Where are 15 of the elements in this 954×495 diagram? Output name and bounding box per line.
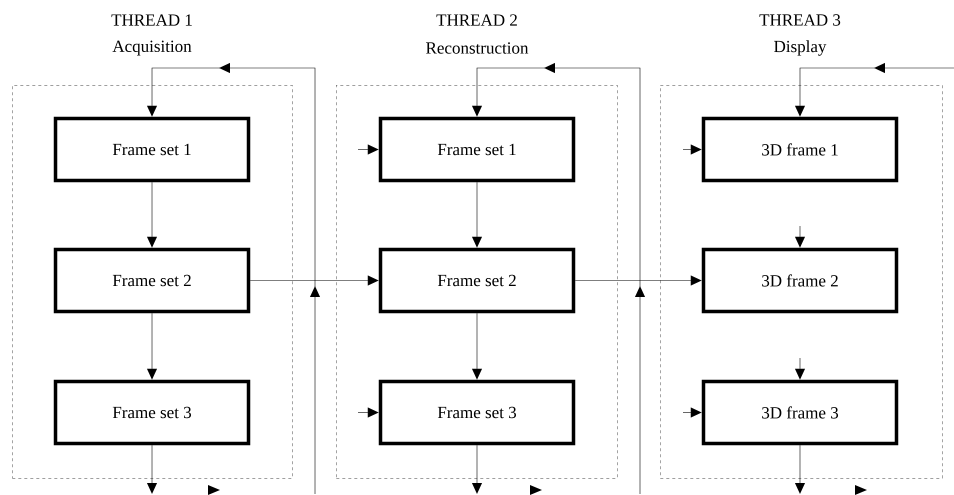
thread-heading: THREAD 1: [111, 14, 192, 26]
frame-box: 3D frame 1: [702, 116, 898, 182]
frame-box: Frame set 1: [54, 116, 250, 182]
frame-box: Frame set 1: [378, 116, 576, 182]
thread-subtitle: Acquisition: [112, 40, 192, 56]
thread-heading: THREAD 3: [759, 14, 840, 26]
frame-box: Frame set 2: [54, 248, 250, 314]
frame-box: Frame set 3: [378, 380, 576, 446]
thread-subtitle: Display: [774, 40, 826, 56]
thread-heading: THREAD 2: [436, 14, 517, 26]
frame-box: Frame set 2: [378, 248, 576, 314]
frame-box: Frame set 3: [54, 380, 250, 446]
frame-box: 3D frame 3: [702, 380, 898, 446]
thread-subtitle: Reconstruction: [426, 42, 528, 54]
frame-box: 3D frame 2: [702, 248, 898, 314]
